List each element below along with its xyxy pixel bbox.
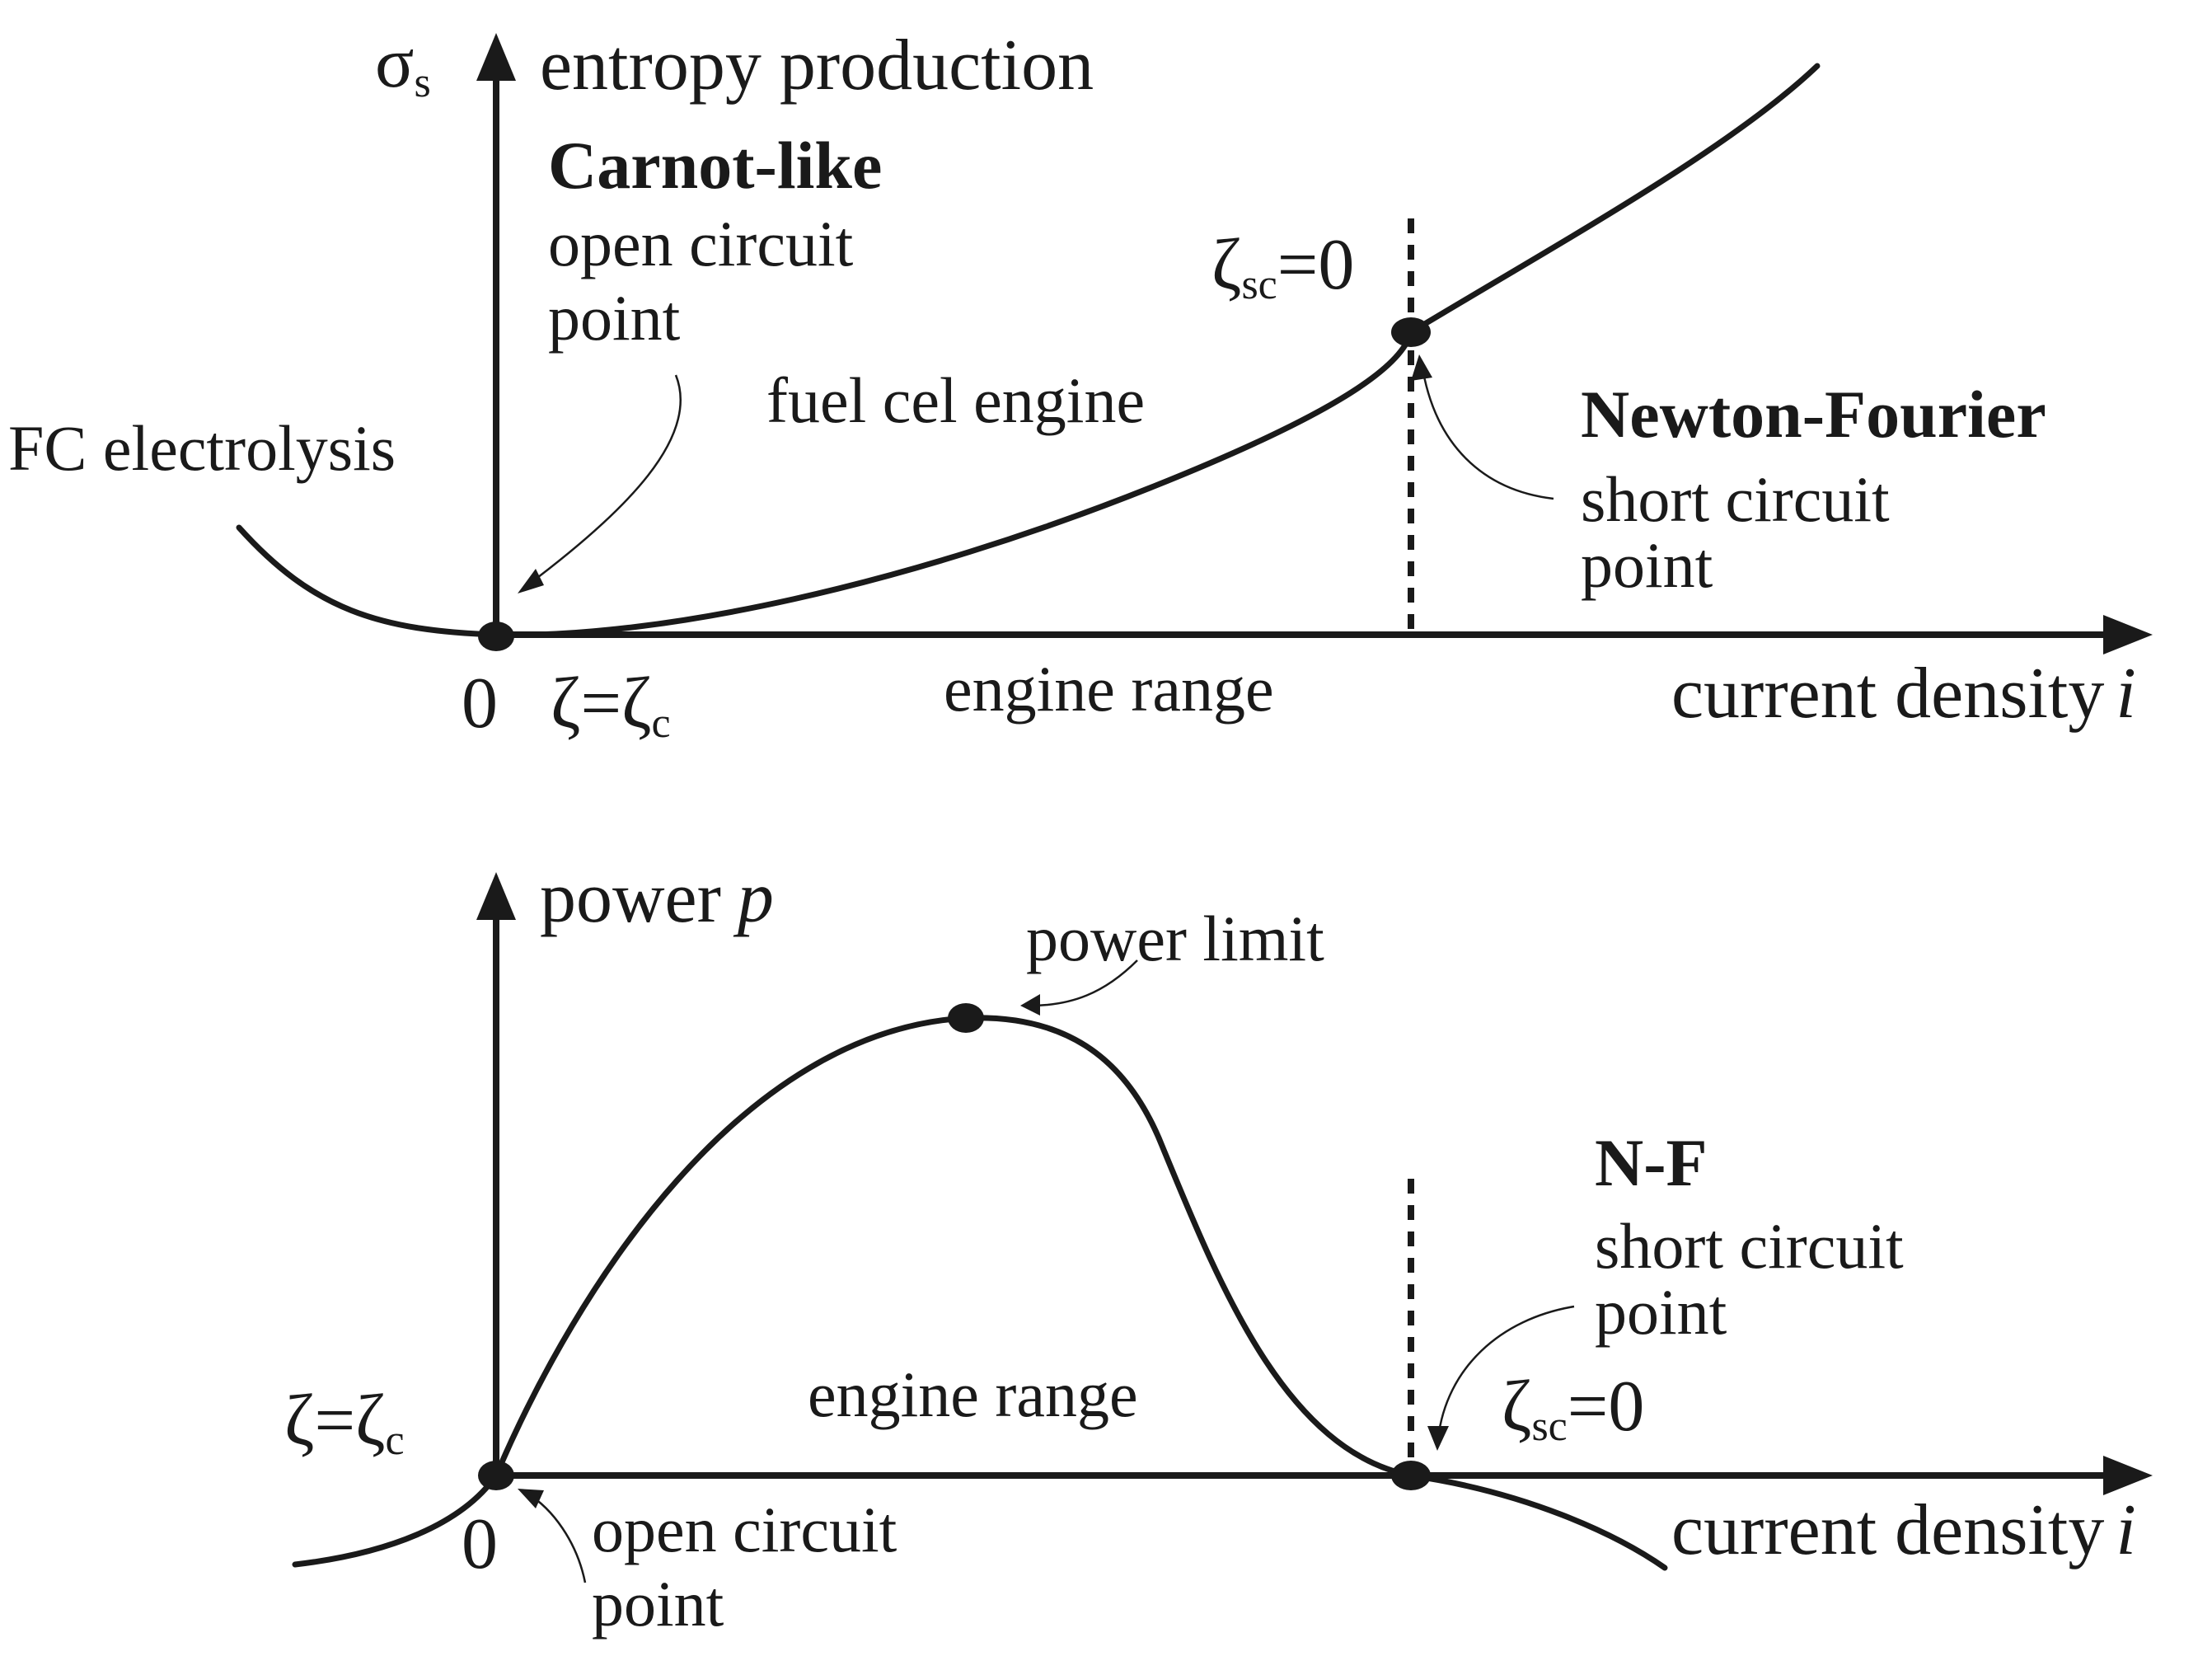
bottom-open-circuit-pointer-head <box>518 1489 544 1508</box>
bottom-y-axis-arrow <box>476 872 516 920</box>
bottom-short-circuit-pointer-head <box>1427 1426 1449 1451</box>
top-y-axis-label: entropy production <box>540 26 1094 106</box>
top-short-circuit-pointer <box>1420 362 1554 500</box>
bottom-x-axis-arrow <box>2103 1456 2153 1495</box>
newton-fourier-line1: short circuit <box>1581 463 1890 535</box>
top-entropy-curve <box>236 63 1821 638</box>
top-open-circuit-pointer-head <box>518 569 544 593</box>
bottom-open-circuit-line2: point <box>592 1568 724 1640</box>
bottom-short-circuit-point <box>1391 1461 1431 1490</box>
carnot-line1: open circuit <box>548 208 854 279</box>
carnot-line2: point <box>548 282 681 354</box>
bottom-engine-range-label: engine range <box>808 1358 1138 1430</box>
bottom-open-circuit-point <box>478 1461 514 1490</box>
fc-electrolysis-label: FC electrolysis <box>8 412 396 484</box>
top-short-circuit-pointer-head <box>1411 354 1432 381</box>
top-zeta-c-label: ζ=ζc <box>551 664 671 747</box>
top-short-circuit-point <box>1391 317 1431 347</box>
fuel-cell-engine-label: fuel cel engine <box>766 364 1145 436</box>
top-y-axis-arrow <box>476 33 516 81</box>
bottom-zeta-c-label: ζ=ζc <box>284 1381 405 1464</box>
bottom-origin-label: 0 <box>462 1504 498 1584</box>
top-y-symbol: σs <box>375 23 431 106</box>
carnot-title: Carnot-like <box>548 128 882 203</box>
nf-short-line2: point <box>1595 1276 1727 1348</box>
top-open-circuit-point <box>478 622 514 651</box>
bottom-open-circuit-line1: open circuit <box>592 1494 897 1565</box>
power-limit-pointer-head <box>1020 994 1040 1016</box>
power-limit-point <box>948 1003 984 1033</box>
top-zeta-sc-label: ζsc=0 <box>1211 225 1354 308</box>
top-x-axis-arrow <box>2103 615 2153 654</box>
top-open-circuit-pointer <box>527 374 682 586</box>
nf-short-title: N-F <box>1595 1125 1708 1200</box>
bottom-short-circuit-pointer <box>1436 1305 1575 1439</box>
bottom-zeta-sc-label: ζsc=0 <box>1502 1367 1644 1450</box>
top-panel: σs entropy production Carnot-like open c… <box>8 23 2153 747</box>
power-limit-pointer <box>1029 959 1138 1007</box>
newton-fourier-title: Newton-Fourier <box>1581 377 2046 452</box>
top-engine-range-label: engine range <box>944 653 1274 725</box>
nf-short-line1: short circuit <box>1595 1210 1904 1282</box>
top-origin-label: 0 <box>462 664 498 744</box>
newton-fourier-line2: point <box>1581 529 1713 601</box>
power-limit-label: power limit <box>1026 903 1324 974</box>
